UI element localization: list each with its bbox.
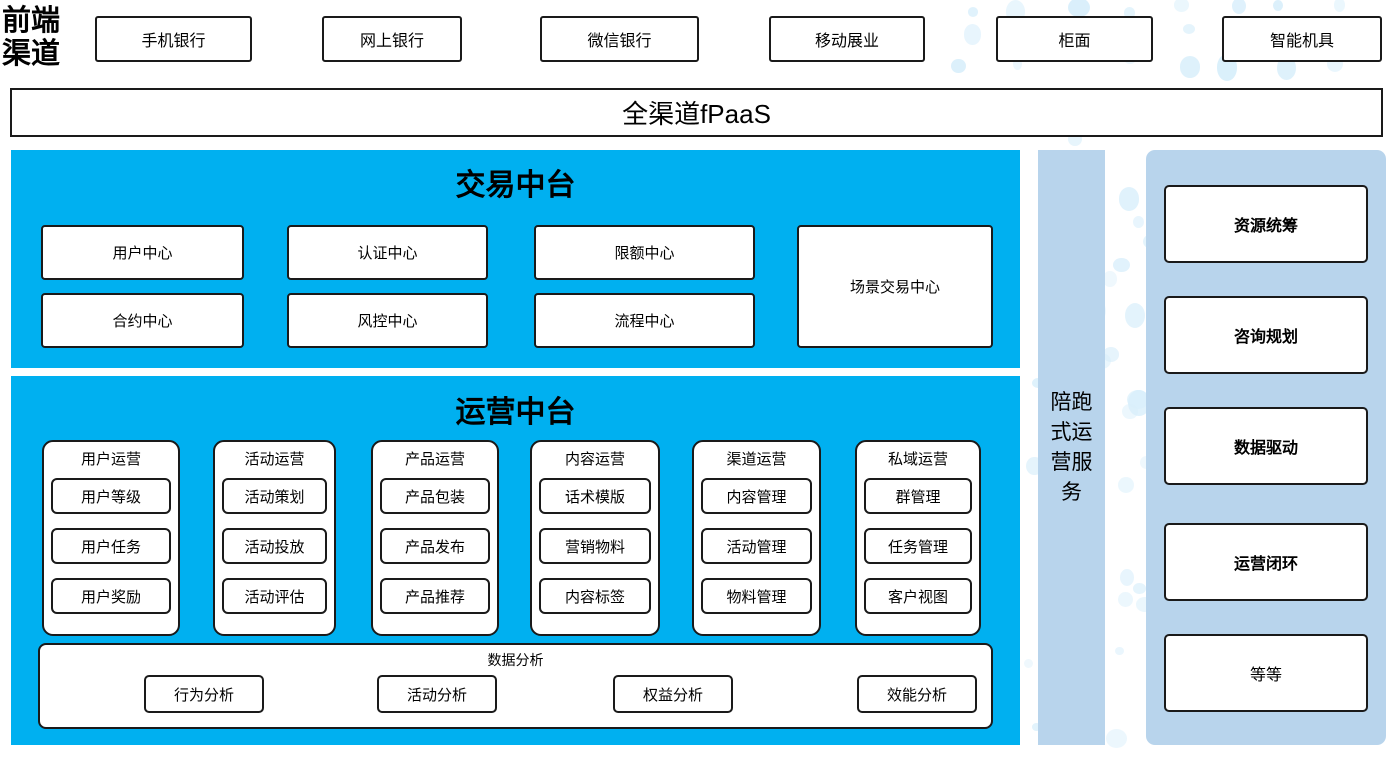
trade-center-item-1[interactable]: 用户中心 [41,225,244,280]
decorative-dot [1334,0,1346,12]
trade-center-title: 交易中台 [455,169,576,202]
ops-column-title: 渠道运营 [726,451,787,468]
ops-item[interactable]: 物料管理 [701,578,812,614]
ops-item[interactable]: 活动管理 [701,528,812,564]
decorative-dot [1272,0,1284,12]
ops-item[interactable]: 客户视图 [864,578,972,614]
channel-box-3[interactable]: 微信银行 [540,16,699,62]
decorative-dot [1118,187,1140,211]
front-channel-label-text: 前端渠道 [2,5,61,70]
ops-column-title: 产品运营 [404,451,465,468]
trade-center-panel: 交易中台 用户中心认证中心限额中心合约中心风控中心流程中心场景交易中心 [11,150,1020,368]
ops-item[interactable]: 用户奖励 [51,578,171,614]
ops-item[interactable]: 活动投放 [222,528,327,564]
service-strip-label: 陪跑式运营服务 [1050,390,1093,504]
ops-item[interactable]: 活动策划 [222,478,327,514]
fpaas-bar[interactable]: 全渠道fPaaS [10,88,1383,137]
ops-column-4: 内容运营话术模版营销物料内容标签 [530,440,660,636]
ops-column-2: 活动运营活动策划活动投放活动评估 [213,440,336,636]
channel-box-5[interactable]: 柜面 [996,16,1153,62]
ops-item[interactable]: 群管理 [864,478,972,514]
ops-column-5: 渠道运营内容管理活动管理物料管理 [692,440,821,636]
ops-item[interactable]: 产品发布 [380,528,490,564]
ops-item[interactable]: 内容管理 [701,478,812,514]
decorative-dot [1118,591,1134,607]
decorative-dot [1023,659,1033,669]
channel-box-6[interactable]: 智能机具 [1222,16,1382,62]
trade-center-item-5[interactable]: 风控中心 [287,293,488,348]
decorative-dot [1133,215,1145,229]
data-analysis-item-4[interactable]: 效能分析 [857,675,977,713]
service-capability-item-2[interactable]: 咨询规划 [1164,296,1368,374]
channel-box-4[interactable]: 移动展业 [769,16,925,62]
decorative-dot [1173,0,1189,12]
decorative-dot [1103,271,1117,287]
ops-item[interactable]: 用户任务 [51,528,171,564]
decorative-dot [1102,346,1120,362]
ops-item[interactable]: 用户等级 [51,478,171,514]
trade-center-item-4[interactable]: 合约中心 [41,293,244,348]
ops-column-title: 活动运营 [244,451,305,468]
data-analysis-title: 数据分析 [487,652,544,668]
ops-item[interactable]: 活动评估 [222,578,327,614]
trade-center-item-6[interactable]: 流程中心 [534,293,755,348]
decorative-dot [1133,583,1146,594]
channel-box-2[interactable]: 网上银行 [322,16,462,62]
data-analysis-box: 数据分析 行为分析 活动分析 权益分析 效能分析 [38,643,993,729]
trade-center-item-7[interactable]: 场景交易中心 [797,225,993,348]
decorative-dot [1115,647,1124,656]
ops-column-3: 产品运营产品包装产品发布产品推荐 [371,440,499,636]
decorative-dot [1119,568,1134,586]
service-capability-panel: 资源统筹咨询规划数据驱动运营闭环等等 [1146,150,1386,745]
trade-center-item-2[interactable]: 认证中心 [287,225,488,280]
data-analysis-item-3[interactable]: 权益分析 [613,675,733,713]
decorative-dot [1122,404,1138,420]
ops-column-6: 私域运营群管理任务管理客户视图 [855,440,981,636]
accompanying-operation-service-strip: 陪跑式运营服务 [1038,150,1105,745]
decorative-dot [1183,24,1195,35]
decorative-dot [1106,728,1128,748]
operations-center-title: 运营中台 [455,396,576,429]
decorative-dot [1068,0,1090,17]
ops-column-title: 私域运营 [887,451,948,468]
ops-column-title: 用户运营 [80,451,141,468]
decorative-dot [1179,55,1201,78]
ops-item[interactable]: 营销物料 [539,528,651,564]
data-analysis-item-2[interactable]: 活动分析 [377,675,497,713]
ops-item[interactable]: 任务管理 [864,528,972,564]
ops-item[interactable]: 内容标签 [539,578,651,614]
data-analysis-item-1[interactable]: 行为分析 [144,675,264,713]
decorative-dot [1124,302,1146,329]
decorative-dot [1232,0,1247,15]
channel-box-1[interactable]: 手机银行 [95,16,252,62]
decorative-dot [1113,258,1130,273]
ops-item[interactable]: 话术模版 [539,478,651,514]
decorative-dot [1117,477,1134,493]
ops-item[interactable]: 产品推荐 [380,578,490,614]
ops-item[interactable]: 产品包装 [380,478,490,514]
front-channel-label: 前端渠道 [2,2,88,74]
service-capability-item-5[interactable]: 等等 [1164,634,1368,712]
trade-center-item-3[interactable]: 限额中心 [534,225,755,280]
ops-column-1: 用户运营用户等级用户任务用户奖励 [42,440,180,636]
service-capability-item-4[interactable]: 运营闭环 [1164,523,1368,601]
service-capability-item-1[interactable]: 资源统筹 [1164,185,1368,263]
decorative-dot [967,7,978,17]
decorative-dot [963,24,981,45]
ops-column-title: 内容运营 [564,451,625,468]
service-capability-item-3[interactable]: 数据驱动 [1164,407,1368,485]
decorative-dot [951,58,967,74]
